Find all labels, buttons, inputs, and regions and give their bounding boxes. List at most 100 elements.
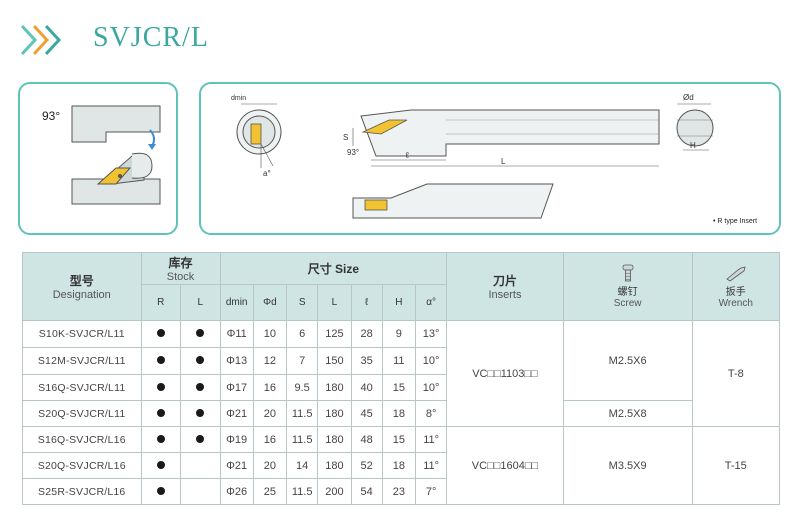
l-dim-label: ℓ [405,150,409,160]
table-cell: Φ19 [219,426,254,453]
table-cell: 10° [414,347,448,375]
table-cell [180,347,221,375]
table-cell: Φ17 [219,374,254,401]
subheader-l: L [180,284,221,321]
table-cell: 14 [286,452,319,479]
stock-l-dot [196,434,205,443]
table-cell: 180 [317,426,352,453]
designation-header: 型号 Designation [22,252,142,321]
table-cell: 16 [252,374,288,401]
table-cell: 16 [252,426,288,453]
approach-angle-panel: 93° [18,82,178,235]
stock-r-dot [156,486,165,495]
stock-r-dot [156,356,165,364]
stock-l-dot [196,329,205,337]
chevron-logo-icon [20,24,62,56]
table-cell: 10° [414,374,448,401]
table-cell [180,478,221,505]
table-cell: S10K-SVJCR/L11 [22,320,142,348]
subheader-alpha: α° [414,284,448,321]
table-cell: 11° [414,452,448,479]
table-cell: S12M-SVJCR/L11 [22,347,142,375]
wrench-cell-group1: T-8 [691,320,781,427]
screw-cell-group1b: M2.5X8 [562,400,693,427]
stock-l-dot [196,408,205,417]
tool-drawing-panel: dmin a° S 93° ℓ L Ød H • R type Insert [199,82,781,235]
table-cell: 180 [317,400,352,427]
table-cell: 180 [317,374,352,401]
dmin-label: dmin [231,95,246,102]
table-cell: 25 [252,478,288,505]
stock-l-dot [196,382,205,391]
wrench-icon [726,266,746,282]
table-cell: 200 [317,478,352,505]
insert-cell-group2: VC□□1604□□ [446,426,564,505]
table-cell: Φ21 [219,400,254,427]
stock-r-dot [156,329,165,337]
wrench-cell-group2: T-15 [691,426,781,505]
table-cell: Φ21 [219,452,254,479]
table-cell: S25R-SVJCR/L16 [22,478,142,505]
stock-l-dot [196,356,205,364]
table-cell: 12 [252,347,288,375]
table-cell: S20Q-SVJCR/L11 [22,400,142,427]
table-cell: 20 [252,400,288,427]
table-cell: Φ11 [219,320,254,348]
table-cell: Φ26 [219,478,254,505]
screw-icon [622,264,634,282]
table-cell: S16Q-SVJCR/L11 [22,374,142,401]
table-cell [140,452,182,479]
table-cell: 54 [350,478,383,505]
stock-r-dot [156,408,165,417]
H-dim-label: H [690,141,696,150]
subheader-dmin: dmin [219,284,254,321]
alpha-label: a° [263,169,271,178]
approach-angle-label: 93° [42,109,60,123]
table-cell [140,400,182,427]
table-cell: Φ13 [219,347,254,375]
table-cell: 15 [381,374,416,401]
s-dim-label: S [343,133,348,142]
subheader-r: R [140,284,182,321]
stock-r-dot [156,382,165,391]
table-cell: 9.5 [286,374,319,401]
table-cell: 7 [286,347,319,375]
table-cell [180,374,221,401]
page-title: SVJCR/L [93,22,209,53]
table-cell: 180 [317,452,352,479]
subheader-d: Φd [252,284,288,321]
subheader-length: L [317,284,352,321]
table-cell: S20Q-SVJCR/L16 [22,452,142,479]
table-cell [180,452,221,479]
table-cell: 11° [414,426,448,453]
screw-cell-group2: M3.5X9 [562,426,693,505]
table-cell [180,400,221,427]
table-cell: 40 [350,374,383,401]
L-dim-label: L [501,157,506,166]
table-cell: 11.5 [286,478,319,505]
table-cell: 125 [317,320,352,348]
inserts-header: 刀片 Inserts [446,252,564,321]
table-cell: 18 [381,400,416,427]
screw-cell-group1a: M2.5X6 [562,320,693,401]
table-cell: 23 [381,478,416,505]
table-cell: 9 [381,320,416,348]
spec-table: 型号 Designation 库存 Stock 尺寸 Size 刀片 Inser… [22,252,781,505]
table-cell: 11.5 [286,400,319,427]
table-cell: 52 [350,452,383,479]
size-header: 尺寸 Size [219,252,448,285]
insert-cell-group1: VC□□1103□□ [446,320,564,427]
table-cell: 7° [414,478,448,505]
table-cell [140,320,182,348]
r-type-insert-note: • R type Insert [713,218,758,225]
table-cell: 28 [350,320,383,348]
table-cell [140,478,182,505]
table-cell: 8° [414,400,448,427]
side-angle-label: 93° [347,148,359,157]
table-cell: 15 [381,426,416,453]
table-cell [140,426,182,453]
